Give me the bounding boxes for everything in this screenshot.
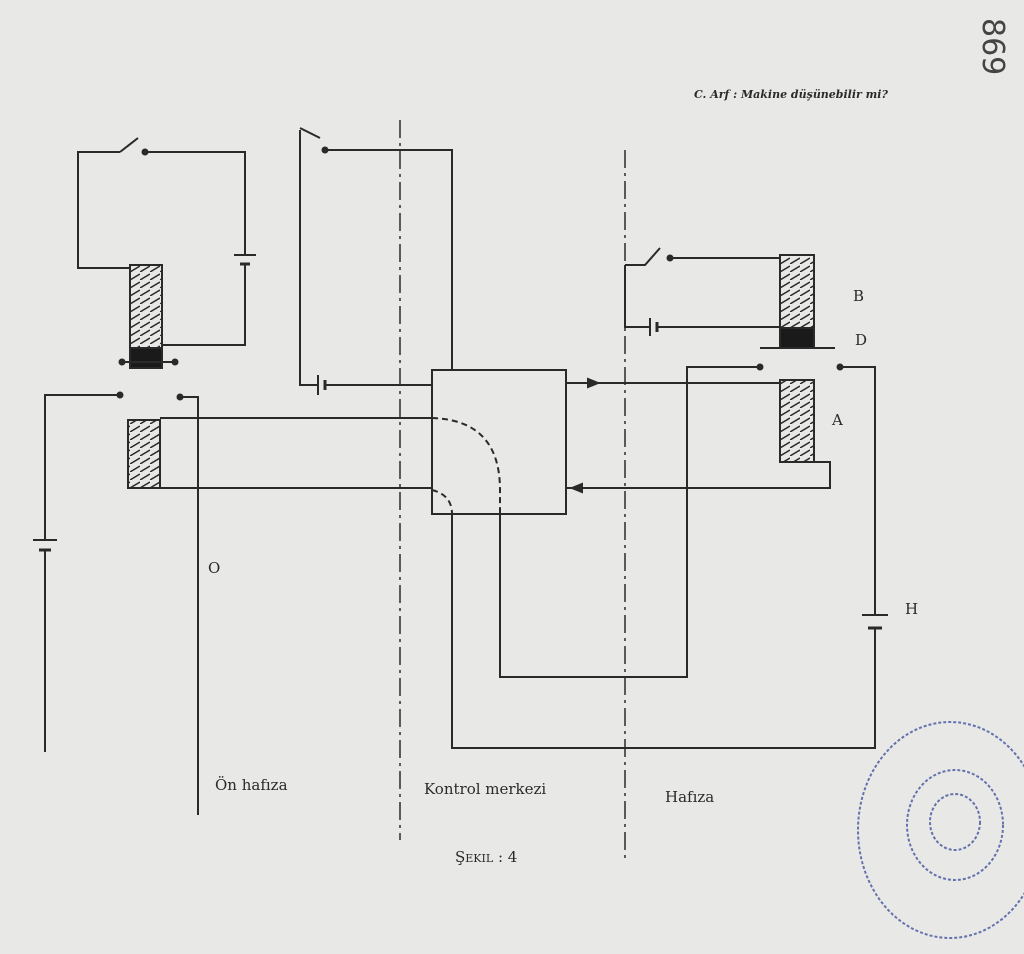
label-h: H [905,600,919,618]
label-b: B [853,287,865,305]
armature [779,327,815,349]
front-memory [33,391,432,815]
coil-b-icon [779,254,815,331]
control-center [299,127,876,749]
armature [129,347,163,369]
label-d: D [855,331,868,349]
section-front-memory: Ön hafıza [215,776,288,794]
running-header: C. Arf : Makine düşünebilir mi? [694,88,888,101]
coil-icon [129,264,163,349]
top-left-relay [77,137,256,369]
figure-caption: Şekil : 4 [455,848,518,866]
coil-a-icon [779,379,815,463]
label-a: A [832,411,843,429]
section-memory: Hafıza [665,788,715,806]
label-o: O [208,559,221,577]
section-control-center: Kontrol merkezi [424,780,547,798]
library-stamp [857,721,1024,939]
memory [624,247,888,630]
coil-icon [127,419,161,489]
